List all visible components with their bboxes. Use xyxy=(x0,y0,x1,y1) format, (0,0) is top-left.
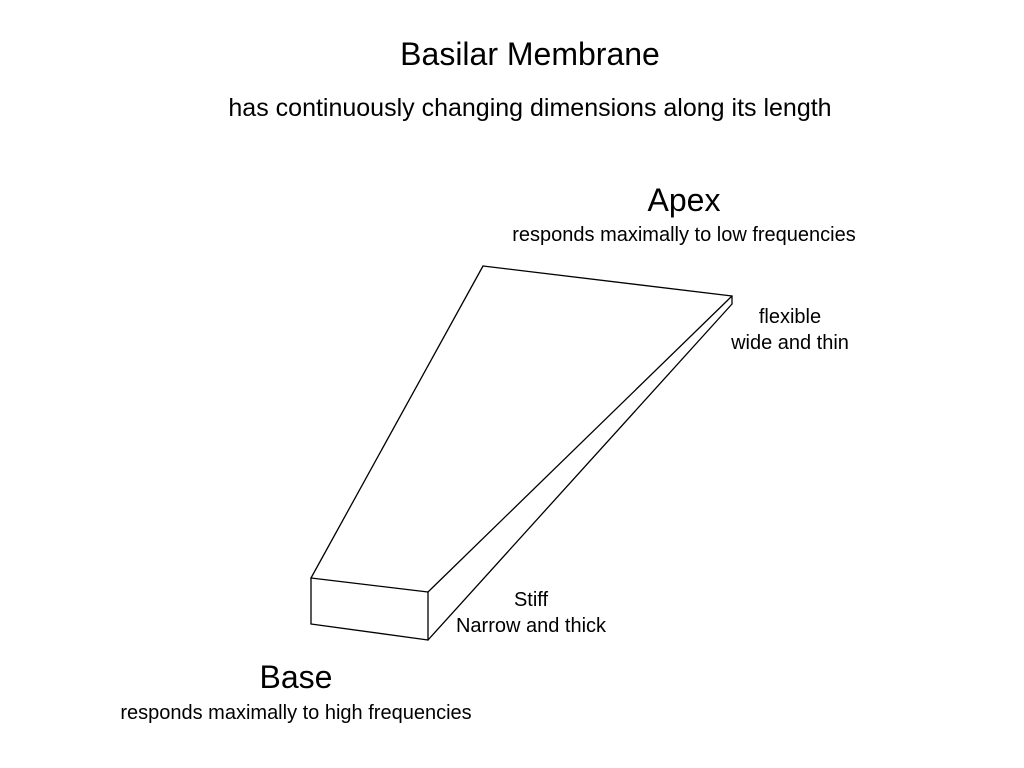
base-label: Base xyxy=(259,659,333,695)
apex-properties: flexible wide and thin xyxy=(700,304,880,356)
membrane-apex-edge xyxy=(482,265,733,297)
base-properties: Stiff Narrow and thick xyxy=(431,587,631,639)
membrane-right-bottom-edge xyxy=(427,303,733,641)
apex-property-flexible: flexible xyxy=(758,306,822,328)
apex-property-wide-thin: wide and thin xyxy=(731,332,849,354)
apex-label: Apex xyxy=(647,182,721,218)
base-response-text: responds maximally to high frequencies xyxy=(120,702,472,724)
base-property-stiff: Stiff xyxy=(513,589,549,611)
membrane-right-edge xyxy=(427,295,733,593)
membrane-left-edge xyxy=(310,265,484,579)
base-property-narrow-thick: Narrow and thick xyxy=(455,615,607,637)
apex-response-text: responds maximally to low frequencies xyxy=(512,224,856,246)
membrane-base-front-bottom xyxy=(310,623,429,641)
diagram-subtitle: has continuously changing dimensions alo… xyxy=(228,94,832,122)
membrane-base-top-edge xyxy=(310,577,429,593)
diagram-title: Basilar Membrane xyxy=(400,36,660,72)
